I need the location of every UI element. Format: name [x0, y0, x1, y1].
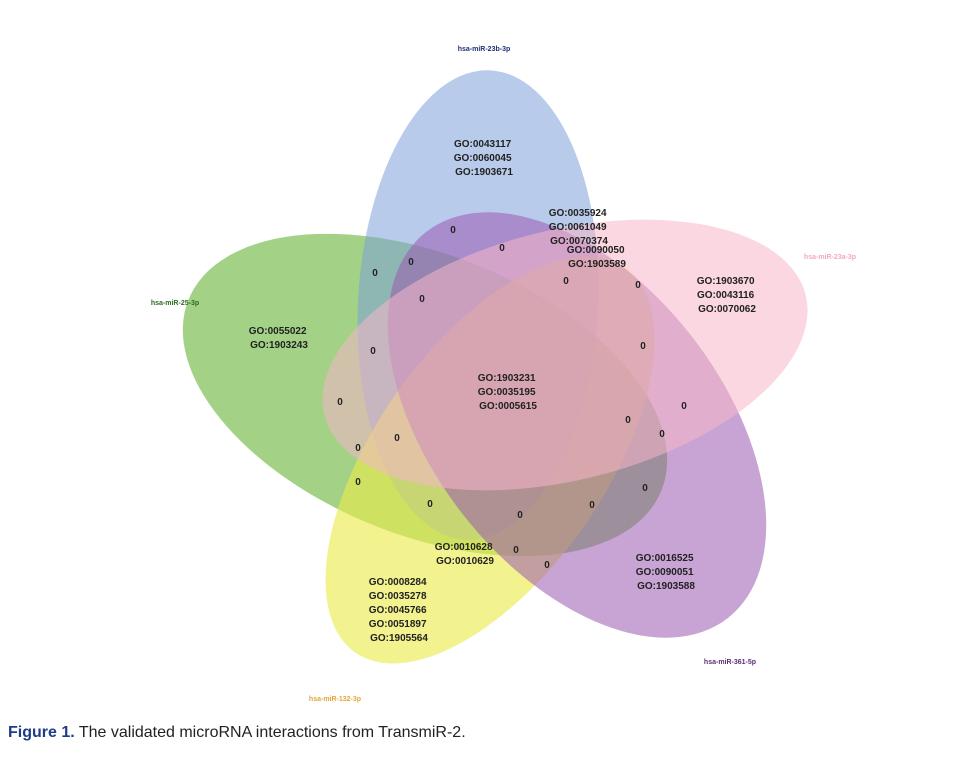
zero-count-label: 0	[513, 545, 519, 556]
zero-count-label: 0	[355, 477, 361, 488]
zero-count-label: 0	[517, 510, 523, 521]
set-label-hsa-miR-361-5p: hsa-miR-361-5p	[704, 659, 756, 666]
region-only-hsa-miR-25-3p: GO:0055022 GO:1903243	[249, 326, 310, 351]
zero-count-label: 0	[640, 341, 646, 352]
set-label-hsa-miR-23b-3p: hsa-miR-23b-3p	[458, 46, 511, 53]
region-23b-23a-132: GO:0090050 GO:1903589	[567, 245, 628, 270]
zero-count-label: 0	[625, 415, 631, 426]
set-ellipse-hsa-miR-23a-3p	[322, 219, 808, 491]
region-132-25: GO:0010628 GO:0010629	[435, 542, 496, 567]
zero-count-label: 0	[499, 243, 505, 254]
set-label-hsa-miR-25-3p: hsa-miR-25-3p	[151, 300, 199, 307]
zero-count-label: 0	[635, 280, 641, 291]
region-only-hsa-miR-23a-3p: GO:1903670 GO:0043116 GO:0070062	[697, 276, 758, 315]
zero-count-label: 0	[589, 500, 595, 511]
region-only-hsa-miR-132-3p: GO:0008284 GO:0035278 GO:0045766 GO:0051…	[369, 577, 430, 644]
zero-count-label: 0	[563, 276, 569, 287]
region-23b-23a: GO:0035924 GO:0061049 GO:0070374	[549, 208, 610, 247]
zero-count-label: 0	[427, 499, 433, 510]
zero-count-label: 0	[372, 268, 378, 279]
zero-count-label: 0	[450, 225, 456, 236]
zero-count-label: 0	[544, 560, 550, 571]
figure-caption-text: The validated microRNA interactions from…	[74, 724, 466, 741]
region-only-hsa-miR-23b-3p: GO:0043117 GO:0060045 GO:1903671	[454, 139, 515, 178]
zero-count-label: 0	[681, 401, 687, 412]
zero-count-label: 0	[337, 397, 343, 408]
zero-count-labels: 0 0 0 0 0 0 0 0 0 0 0 0 0 0 0 0 0 0 0 0 0 0	[337, 225, 687, 571]
region-only-hsa-miR-361-5p: GO:0016525 GO:0090051 GO:1903588	[636, 553, 697, 592]
zero-count-label: 0	[642, 483, 648, 494]
zero-count-label: 0	[419, 294, 425, 305]
venn-diagram: hsa-miR-23b-3p hsa-miR-23a-3p hsa-miR-36…	[151, 46, 856, 703]
zero-count-label: 0	[659, 429, 665, 440]
figure-caption-label: Figure 1.	[8, 724, 75, 741]
zero-count-label: 0	[355, 443, 361, 454]
set-label-hsa-miR-23a-3p: hsa-miR-23a-3p	[804, 254, 856, 261]
figure-caption: Figure 1. The validated microRNA interac…	[8, 724, 466, 742]
zero-count-label: 0	[408, 257, 414, 268]
zero-count-label: 0	[394, 433, 400, 444]
region-all-five: GO:1903231 GO:0035195 GO:0005615	[478, 373, 539, 412]
set-label-hsa-miR-132-3p: hsa-miR-132-3p	[309, 696, 361, 703]
zero-count-label: 0	[370, 346, 376, 357]
